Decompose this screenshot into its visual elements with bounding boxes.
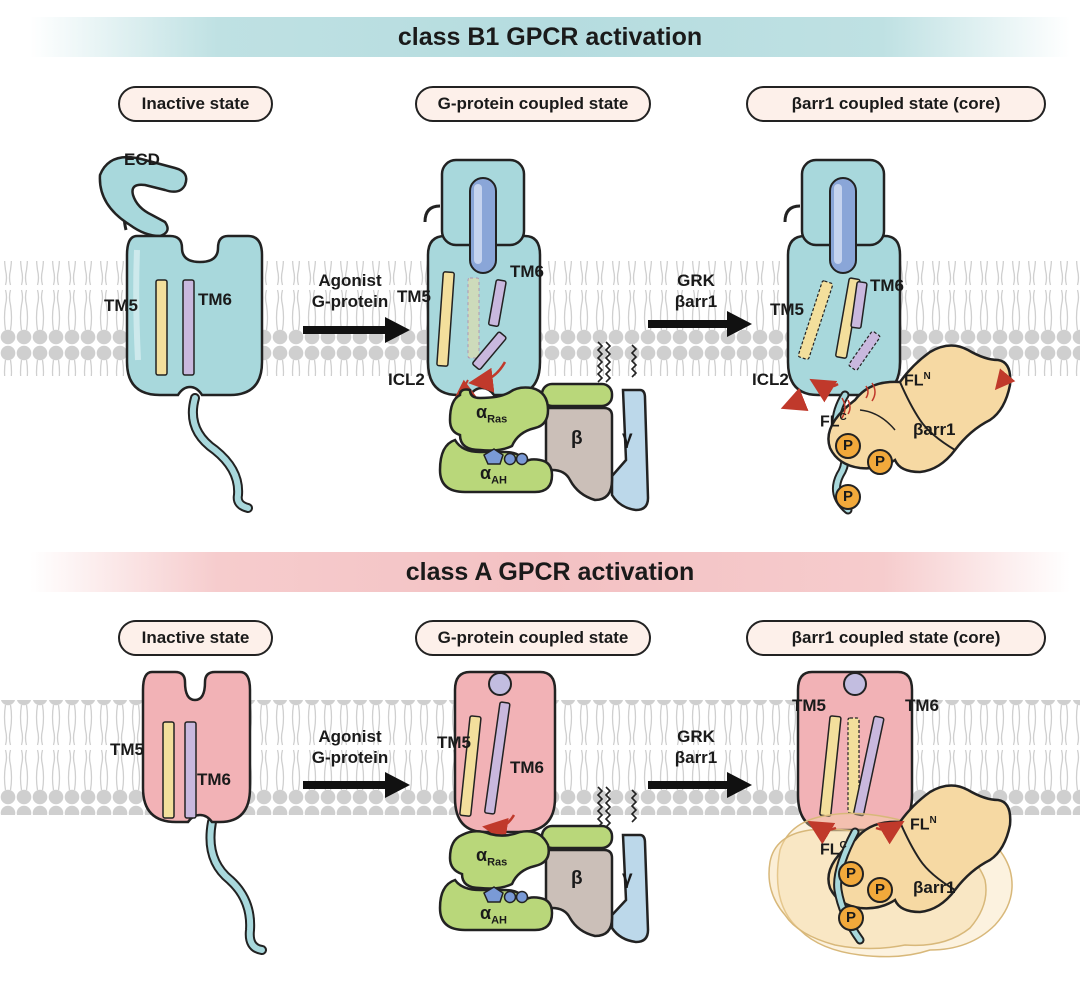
- class-b1-banner: class B1 GPCR activation: [30, 17, 1070, 57]
- b1-inactive-tm6: TM6: [198, 290, 232, 309]
- b1-inactive-tm5: TM5: [104, 296, 138, 315]
- arrow-a-1: [303, 772, 410, 798]
- a-aah: αAH: [480, 903, 507, 927]
- b1-g-tm6: TM6: [510, 262, 544, 281]
- a-g-tm6: TM6: [510, 758, 544, 777]
- b1-p3: P: [843, 488, 854, 505]
- a-inactive-receptor: [141, 670, 267, 955]
- a-inactive-tm5: TM5: [110, 740, 144, 759]
- a-g-tm5: TM5: [437, 733, 471, 752]
- a-p3: P: [846, 909, 857, 926]
- b1-gprotein-complex: [438, 341, 650, 512]
- b1-arr-icl2: ICL2: [752, 370, 789, 389]
- b1-flc: FLC: [820, 412, 847, 431]
- a-state-inactive: Inactive state: [118, 620, 273, 656]
- class-a-title: class A GPCR activation: [405, 557, 695, 586]
- a-arrestin-receptor: [796, 670, 914, 832]
- b1-p1: P: [843, 437, 854, 454]
- b1-arr-tm5: TM5: [770, 300, 804, 319]
- a-beta: β: [571, 868, 583, 889]
- b1-gamma: γ: [622, 428, 633, 449]
- a-p1: P: [846, 865, 857, 882]
- a-state-arrestin: βarr1 coupled state (core): [746, 620, 1046, 656]
- arrow-b1-1: [303, 317, 410, 343]
- a-gprotein-complex: [438, 786, 650, 944]
- class-a-banner: class A GPCR activation: [30, 552, 1070, 592]
- a-fln: FLN: [910, 815, 937, 834]
- b1-aah: αAH: [480, 463, 507, 487]
- b1-inactive-receptor: [98, 155, 264, 513]
- b1-state-gprotein: G-protein coupled state: [415, 86, 651, 122]
- a-flc: FLC: [820, 840, 847, 859]
- b1-aras: αRas: [476, 402, 508, 426]
- a-state-gprotein: G-protein coupled state: [415, 620, 651, 656]
- b1-beta: β: [571, 428, 583, 449]
- a-aras: αRas: [476, 845, 508, 869]
- b1-state-arrestin: βarr1 coupled state (core): [746, 86, 1046, 122]
- class-b1-title: class B1 GPCR activation: [397, 22, 703, 51]
- b1-g-tm5: TM5: [397, 287, 431, 306]
- b1-state-inactive: Inactive state: [118, 86, 273, 122]
- b1-arr-tm6: TM6: [870, 276, 904, 295]
- b1-g-icl2: ICL2: [388, 370, 425, 389]
- b1-arrestin: [827, 344, 1016, 510]
- b1-fln: FLN: [904, 371, 931, 390]
- arrow-b1-2: [648, 311, 752, 337]
- b1-arrestin-receptor: [780, 158, 902, 515]
- a-arrestin: [768, 784, 1013, 958]
- b1-barr1: βarr1: [913, 420, 956, 439]
- a-arr-tm6: TM6: [905, 696, 939, 715]
- a-p2: P: [875, 881, 886, 898]
- arrow-a-2: [648, 772, 752, 798]
- a-barr1: βarr1: [913, 878, 956, 897]
- a-arr-tm5: TM5: [792, 696, 826, 715]
- a-gamma: γ: [622, 868, 633, 889]
- a-inactive-tm6: TM6: [197, 770, 231, 789]
- b1-gprotein-receptor: [423, 158, 542, 398]
- b1-ecd-label: ECD: [124, 150, 160, 169]
- b1-p2: P: [875, 453, 886, 470]
